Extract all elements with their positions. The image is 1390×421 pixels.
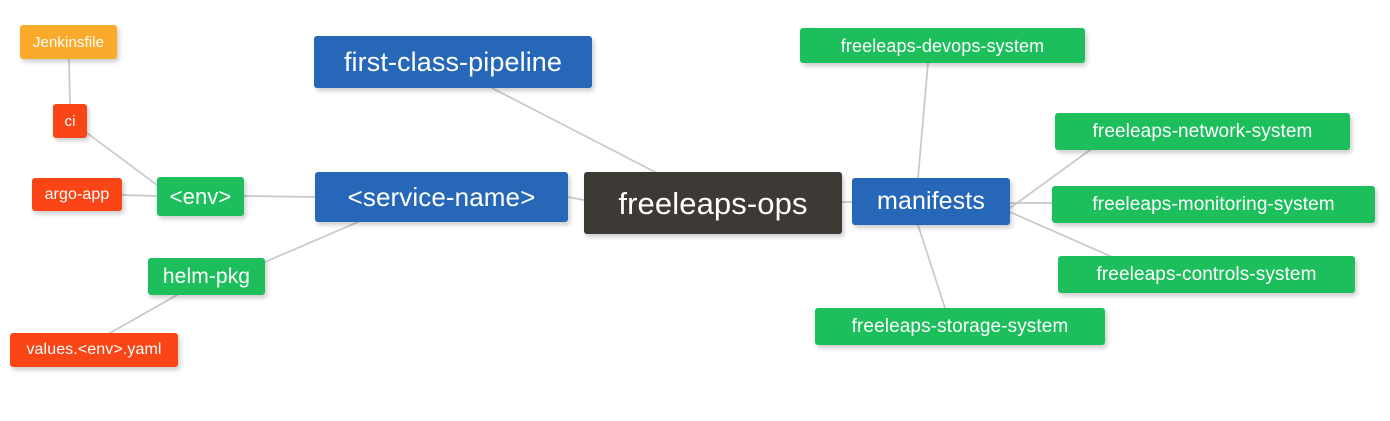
edge-service-name-to-helm-pkg [264,221,359,263]
mindmap-node-argo-app[interactable]: argo-app [32,178,122,211]
mindmap-node-controls-system[interactable]: freeleaps-controls-system [1058,256,1355,293]
edge-manifests-to-devops-system [917,62,929,179]
edge-jenkinsfile-to-ci [68,58,71,105]
mindmap-node-values-yaml[interactable]: values.<env>.yaml [10,333,178,367]
mindmap-node-first-class-pipeline[interactable]: first-class-pipeline [314,36,592,88]
mindmap-node-manifests[interactable]: manifests [852,178,1010,225]
mindmap-node-storage-system[interactable]: freeleaps-storage-system [815,308,1105,345]
edge-service-name-to-freeleaps-ops [567,196,585,201]
mindmap-node-devops-system[interactable]: freeleaps-devops-system [800,28,1085,63]
edge-env-to-service-name [243,195,316,198]
mindmap-node-ci[interactable]: ci [53,104,87,138]
mindmap-node-service-name[interactable]: <service-name> [315,172,568,222]
mindmap-node-env[interactable]: <env> [157,177,244,216]
edge-argo-app-to-env [121,194,158,197]
edge-first-class-pipeline-to-freeleaps-ops [491,87,656,173]
edge-manifests-to-storage-system [917,224,946,309]
mindmap-node-network-system[interactable]: freeleaps-network-system [1055,113,1350,150]
mindmap-node-monitoring-system[interactable]: freeleaps-monitoring-system [1052,186,1375,223]
mindmap-node-helm-pkg[interactable]: helm-pkg [148,258,265,295]
edge-helm-pkg-to-values-yaml [109,294,178,334]
mindmap-node-jenkinsfile[interactable]: Jenkinsfile [20,25,117,59]
mindmap-node-freeleaps-ops[interactable]: freeleaps-ops [584,172,842,234]
